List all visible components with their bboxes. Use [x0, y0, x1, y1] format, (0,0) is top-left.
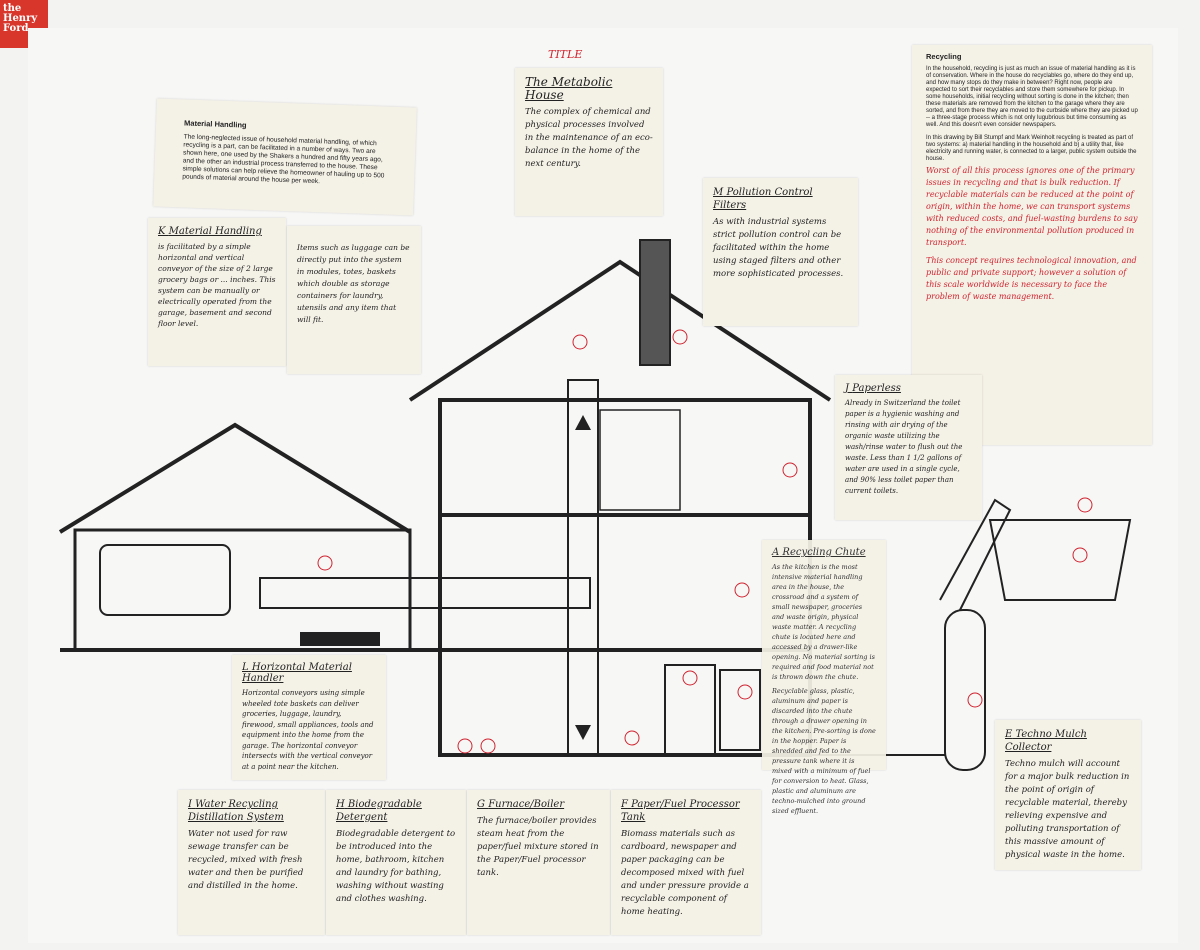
- arrow-down: [575, 725, 591, 740]
- note-label: I: [188, 799, 192, 810]
- note-label: L: [242, 662, 249, 673]
- note-heading: Biodegradable Detergent: [336, 799, 422, 823]
- note-body-2: In this drawing by Bill Stumpf and Mark …: [926, 135, 1137, 162]
- note-label: K: [158, 226, 166, 237]
- car: [99, 544, 231, 616]
- window-grid: [599, 409, 681, 511]
- note-label: H: [336, 799, 345, 810]
- note-label: E: [1005, 729, 1013, 740]
- note-title: The Metabolic House The complex of chemi…: [515, 68, 663, 216]
- tank: [719, 669, 761, 751]
- note-label: F: [621, 799, 628, 810]
- note-body: As the kitchen is the most intensive mat…: [772, 563, 875, 681]
- outdoor-chute: [939, 498, 1012, 611]
- note-heading: Recycling Chute: [782, 547, 866, 558]
- note-body: Biomass materials such as cardboard, new…: [621, 829, 749, 917]
- note-furnace: G Furnace/Boiler The furnace/boiler prov…: [467, 790, 610, 935]
- note-body: is facilitated by a simple horizontal an…: [158, 242, 276, 328]
- henry-ford-logo: the Henry Ford: [0, 0, 48, 48]
- note-heading: Recycling: [926, 52, 962, 61]
- note-body: Items such as luggage can be directly pu…: [297, 243, 410, 324]
- note-body: Techno mulch will account for a major bu…: [1005, 759, 1130, 860]
- title-mark: TITLE: [548, 48, 583, 61]
- note-body: Biodegradable detergent to be introduced…: [336, 829, 456, 904]
- note-label: G: [477, 799, 485, 810]
- furnace-unit: [664, 664, 716, 756]
- note-water-recycling: I Water Recycling Distillation System Wa…: [178, 790, 325, 935]
- firewood-pile: [300, 632, 380, 646]
- note-body: Already in Switzerland the toilet paper …: [845, 399, 963, 495]
- arrow-up: [575, 415, 591, 430]
- red-annotation: Worst of all this process ignores one of…: [926, 166, 1138, 247]
- note-conveyor-2: Items such as luggage can be directly pu…: [287, 226, 421, 374]
- house-roof: [408, 259, 832, 402]
- chimney: [639, 239, 671, 366]
- note-heading: Water Recycling Distillation System: [188, 799, 284, 823]
- note-label: M: [713, 187, 724, 198]
- note-heading: The Metabolic House: [525, 75, 613, 102]
- vertical-conveyor: [567, 379, 599, 756]
- note-heading: Material Handling: [183, 118, 247, 130]
- note-label: A: [772, 547, 780, 558]
- note-body-2: Recyclable glass, plastic, aluminum and …: [772, 687, 876, 815]
- note-body: The furnace/boiler provides steam heat f…: [477, 816, 599, 878]
- note-horizontal-handler: L Horizontal Material Handler Horizontal…: [232, 655, 386, 780]
- note-body: Horizontal conveyors using simple wheele…: [242, 689, 374, 771]
- mulch-hopper-truck: [988, 519, 1132, 601]
- note-body: In the household, recycling is just as m…: [926, 66, 1138, 128]
- note-recycling-chute: A Recycling Chute As the kitchen is the …: [762, 540, 886, 815]
- horizontal-conveyor: [259, 577, 591, 609]
- note-label: J: [845, 383, 850, 394]
- note-heading: Paper/Fuel Processor Tank: [621, 799, 740, 823]
- note-pollution-filters: M Pollution Control Filters As with indu…: [703, 178, 858, 326]
- note-heading: Paperless: [852, 383, 901, 394]
- garage-roof: [58, 422, 412, 534]
- note-body: Water not used for raw sewage transfer c…: [188, 829, 304, 891]
- note-heading: Horizontal Material Handler: [242, 662, 352, 684]
- note-heading: Techno Mulch Collector: [1005, 729, 1087, 753]
- note-heading: Material Handling: [168, 226, 262, 237]
- note-heading: Pollution Control Filters: [713, 187, 813, 211]
- note-conveyor: K Material Handling is facilitated by a …: [148, 218, 286, 366]
- note-paperless: J Paperless Already in Switzerland the t…: [835, 375, 982, 520]
- note-material-handling: Material Handling The long-neglected iss…: [153, 98, 417, 216]
- note-detergent: H Biodegradable Detergent Biodegradable …: [326, 790, 466, 935]
- note-techno-mulch: E Techno Mulch Collector Techno mulch wi…: [995, 720, 1141, 870]
- note-fuel-tank: F Paper/Fuel Processor Tank Biomass mate…: [611, 790, 761, 935]
- red-annotation-2: This concept requires technological inno…: [926, 256, 1137, 301]
- note-body: The complex of chemical and physical pro…: [525, 107, 653, 169]
- note-heading: Furnace/Boiler: [488, 799, 565, 810]
- note-body: The long-neglected issue of household ma…: [182, 133, 385, 186]
- note-body: As with industrial systems strict pollut…: [713, 217, 844, 279]
- underground-cylinder: [944, 609, 986, 771]
